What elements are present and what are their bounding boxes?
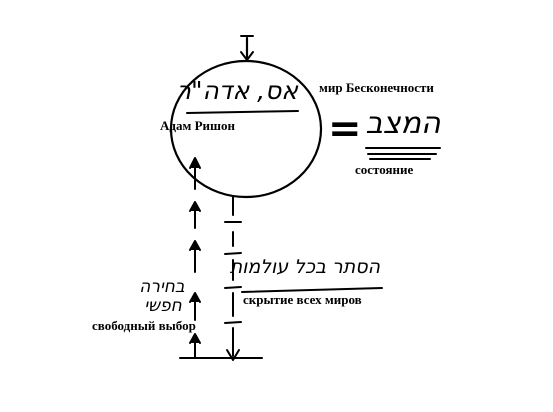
circle-underline [186, 110, 299, 114]
concealment-hebrew-label: הסתר בכל עולמות [229, 256, 380, 278]
free-choice-russian-label: свободный выбор [92, 318, 196, 333]
equals-sign: = [328, 106, 362, 152]
state-hebrew-label: המצב [365, 106, 441, 141]
free-choice-hebrew-bottom: חפשי [144, 296, 182, 316]
concealment-dashed-line [224, 196, 242, 357]
concealment-russian-label: скрытие всех миров [243, 292, 362, 307]
state-russian-label: состояние [355, 162, 414, 177]
circle-hebrew-label: אס, אדה"ר [176, 76, 298, 105]
world-infinity-label: мир Бесконечности [319, 80, 434, 95]
state-underline [365, 147, 441, 160]
down-arrow-icon [226, 349, 240, 361]
infinity-circle [169, 59, 323, 199]
concealment-underline [241, 287, 383, 293]
top-arrow-icon [240, 35, 254, 62]
adam-rishon-label: Адам Ришон [160, 118, 235, 133]
free-choice-arrows [189, 157, 201, 359]
free-choice-hebrew-top: בחירה [139, 277, 185, 297]
